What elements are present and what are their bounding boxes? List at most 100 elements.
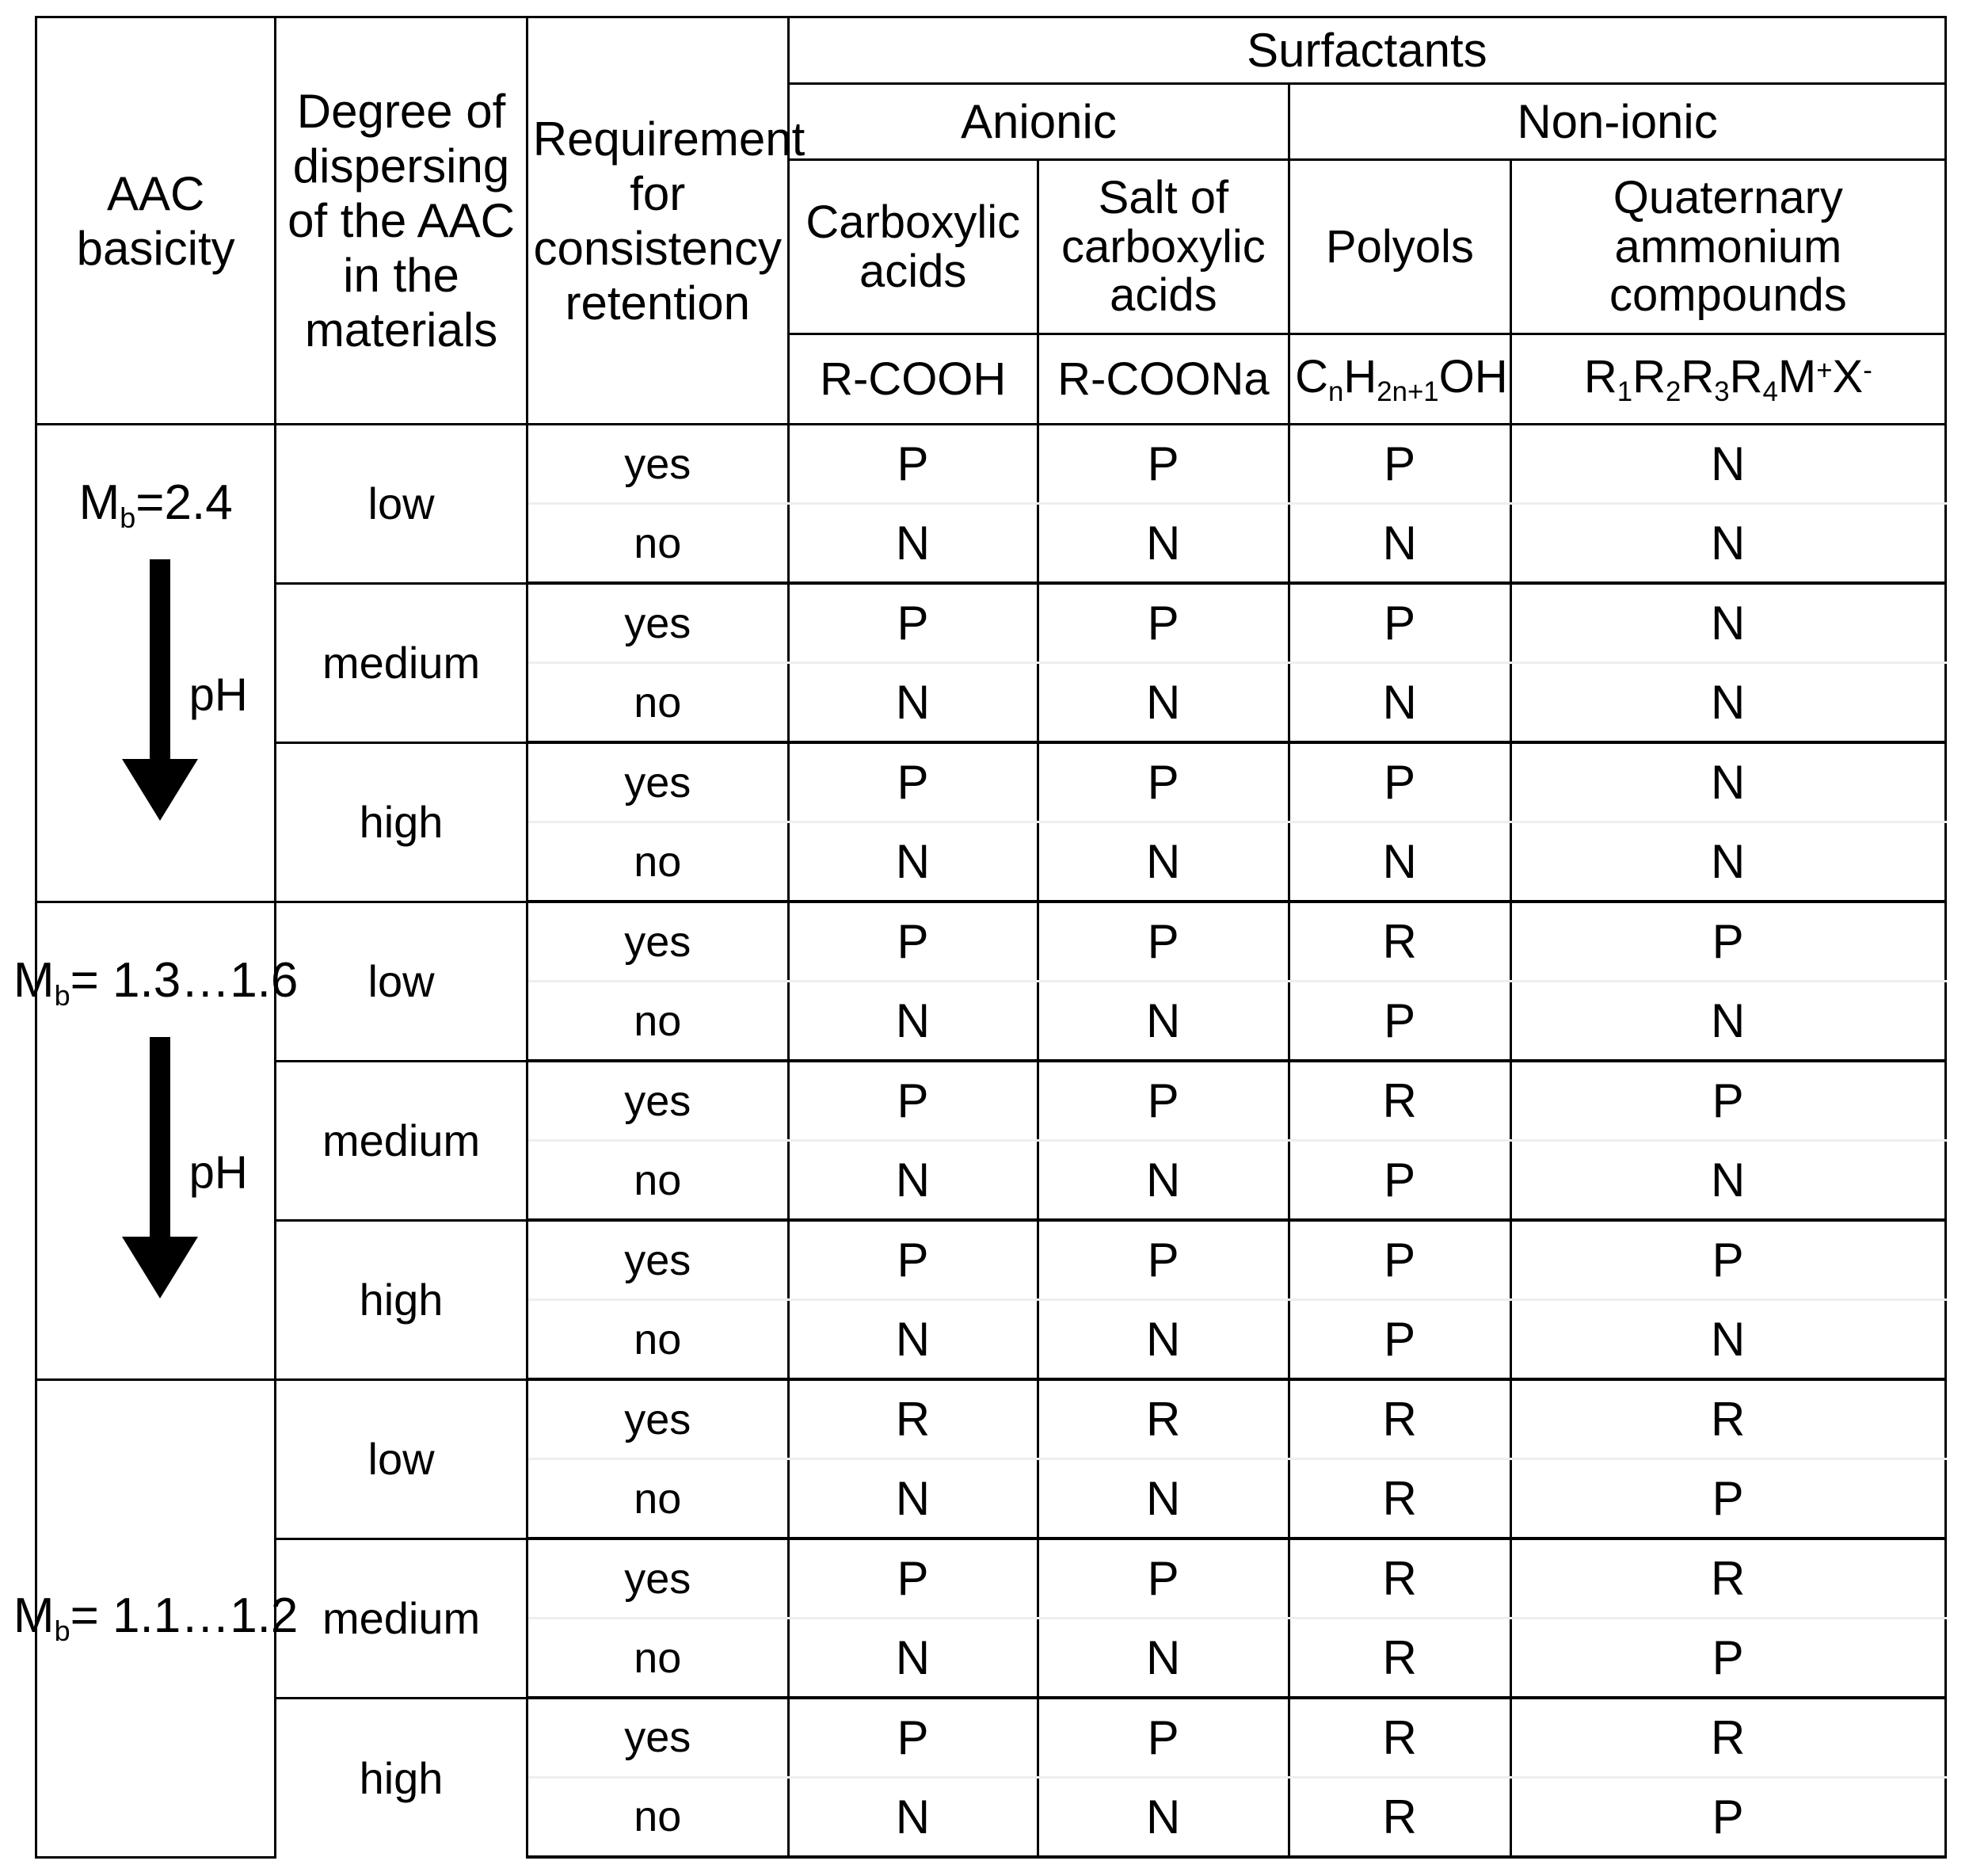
compatibility-cell: P [1509,1617,1948,1700]
compatibility-cell: P [1036,1059,1291,1142]
compatibility-cell: N [1036,1775,1291,1859]
ph-decrease-arrow-icon: pH [42,559,269,821]
compatibility-cell: N [1509,980,1948,1063]
formula-salt-of-carboxylic-acids: R-COONa [1036,333,1291,425]
compatibility-cell: R [1288,1378,1512,1461]
consistency-requirement-cell: yes [525,741,790,824]
compatibility-cell: N [1509,422,1948,505]
compatibility-cell: N [1036,1139,1291,1222]
formula-carboxylic-acids: R-COOH [786,333,1039,425]
header-row-2: Anionic Non-ionic [36,82,1947,161]
ph-arrow-label: pH [189,1146,248,1199]
compatibility-cell: N [1288,502,1512,585]
compatibility-cell: P [1509,900,1948,983]
dispersing-level-cell: high [274,741,528,902]
compatibility-cell: N [1288,821,1512,904]
compatibility-cell: N [786,1458,1039,1541]
header-row-1: AAC basicity Degree of dispersing of the… [34,16,1948,425]
compatibility-cell: N [1036,980,1291,1063]
column-header-non-ionic: Non-ionic [1288,82,1947,161]
compatibility-cell: P [1509,1458,1948,1541]
consistency-requirement-cell: no [525,1298,790,1382]
compatibility-cell: N [786,1298,1039,1382]
compatibility-cell: P [786,422,1039,505]
dispersing-level-cell: high [274,1218,528,1380]
compatibility-cell: N [1509,1298,1948,1382]
consistency-requirement-cell: no [525,1458,790,1541]
compatibility-cell: P [1036,900,1291,983]
dispersing-level-cell: low [274,423,528,584]
compatibility-cell: N [786,662,1039,745]
compatibility-cell: N [1509,821,1948,904]
compatibility-cell: P [786,1059,1039,1142]
compatibility-cell: P [1509,1775,1948,1859]
dispersing-level-cell: medium [274,581,528,743]
compatibility-cell: N [786,1139,1039,1222]
consistency-requirement-cell: yes [525,1059,790,1142]
consistency-requirement-cell: yes [525,1218,790,1302]
compatibility-cell: N [1509,741,1948,824]
aac-basicity-label: Mb=2.4 [78,475,233,534]
column-header-carboxylic-acids: Carboxylic acids [786,158,1039,335]
dispersing-level-cell: low [274,900,528,1062]
compatibility-cell: P [1509,1059,1948,1142]
consistency-requirement-cell: no [525,821,790,904]
compatibility-cell: R [1036,1378,1291,1461]
compatibility-cell: N [786,1617,1039,1700]
consistency-requirement-cell: yes [525,581,790,665]
header-row-3: Carboxylic acids Salt of carboxylic acid… [36,158,1948,335]
compatibility-cell: N [1036,1458,1291,1541]
table-header: AAC basicity Degree of dispersing of the… [34,16,1948,425]
compatibility-cell: N [786,821,1039,904]
dispersing-level-cell: low [274,1378,528,1539]
compatibility-cell: P [1288,1218,1512,1302]
column-header-aac-basicity: AAC basicity [34,16,277,425]
consistency-requirement-cell: yes [525,1696,790,1779]
compatibility-cell: N [786,980,1039,1063]
column-header-consistency: Requirement for consistency retention [525,16,805,425]
column-header-anionic: Anionic [786,82,1291,161]
compatibility-cell: R [1288,900,1512,983]
compatibility-cell: R [1288,1696,1512,1779]
consistency-requirement-cell: yes [525,1378,790,1461]
compatibility-cell: R [1288,1775,1512,1859]
dispersing-level-cell: medium [274,1537,528,1698]
surfactant-compatibility-table: AAC basicity Degree of dispersing of the… [13,16,1948,1859]
compatibility-cell: N [1509,581,1948,665]
header-row-formulas: R-COOH R-COONa CnH2n+1OH R1R2R3R4M+X- [36,333,1948,425]
compatibility-cell: P [1288,1139,1512,1222]
dispersing-level-cell: medium [274,1059,528,1221]
compatibility-cell: N [786,1775,1039,1859]
compatibility-cell: P [786,1537,1039,1620]
compatibility-cell: P [786,1218,1039,1302]
compatibility-cell: N [1509,1139,1948,1222]
compatibility-cell: P [1288,581,1512,665]
compatibility-cell: P [1036,1696,1291,1779]
compatibility-cell: P [1288,422,1512,505]
compatibility-cell: N [1036,821,1291,904]
compatibility-cell: P [786,741,1039,824]
compatibility-cell: P [1288,741,1512,824]
compatibility-cell: P [1036,422,1291,505]
consistency-requirement-cell: no [525,1617,790,1700]
compatibility-cell: R [1509,1537,1948,1620]
compatibility-cell: R [1288,1537,1512,1620]
compatibility-cell: N [1036,1617,1291,1700]
compatibility-cell: N [1509,502,1948,585]
